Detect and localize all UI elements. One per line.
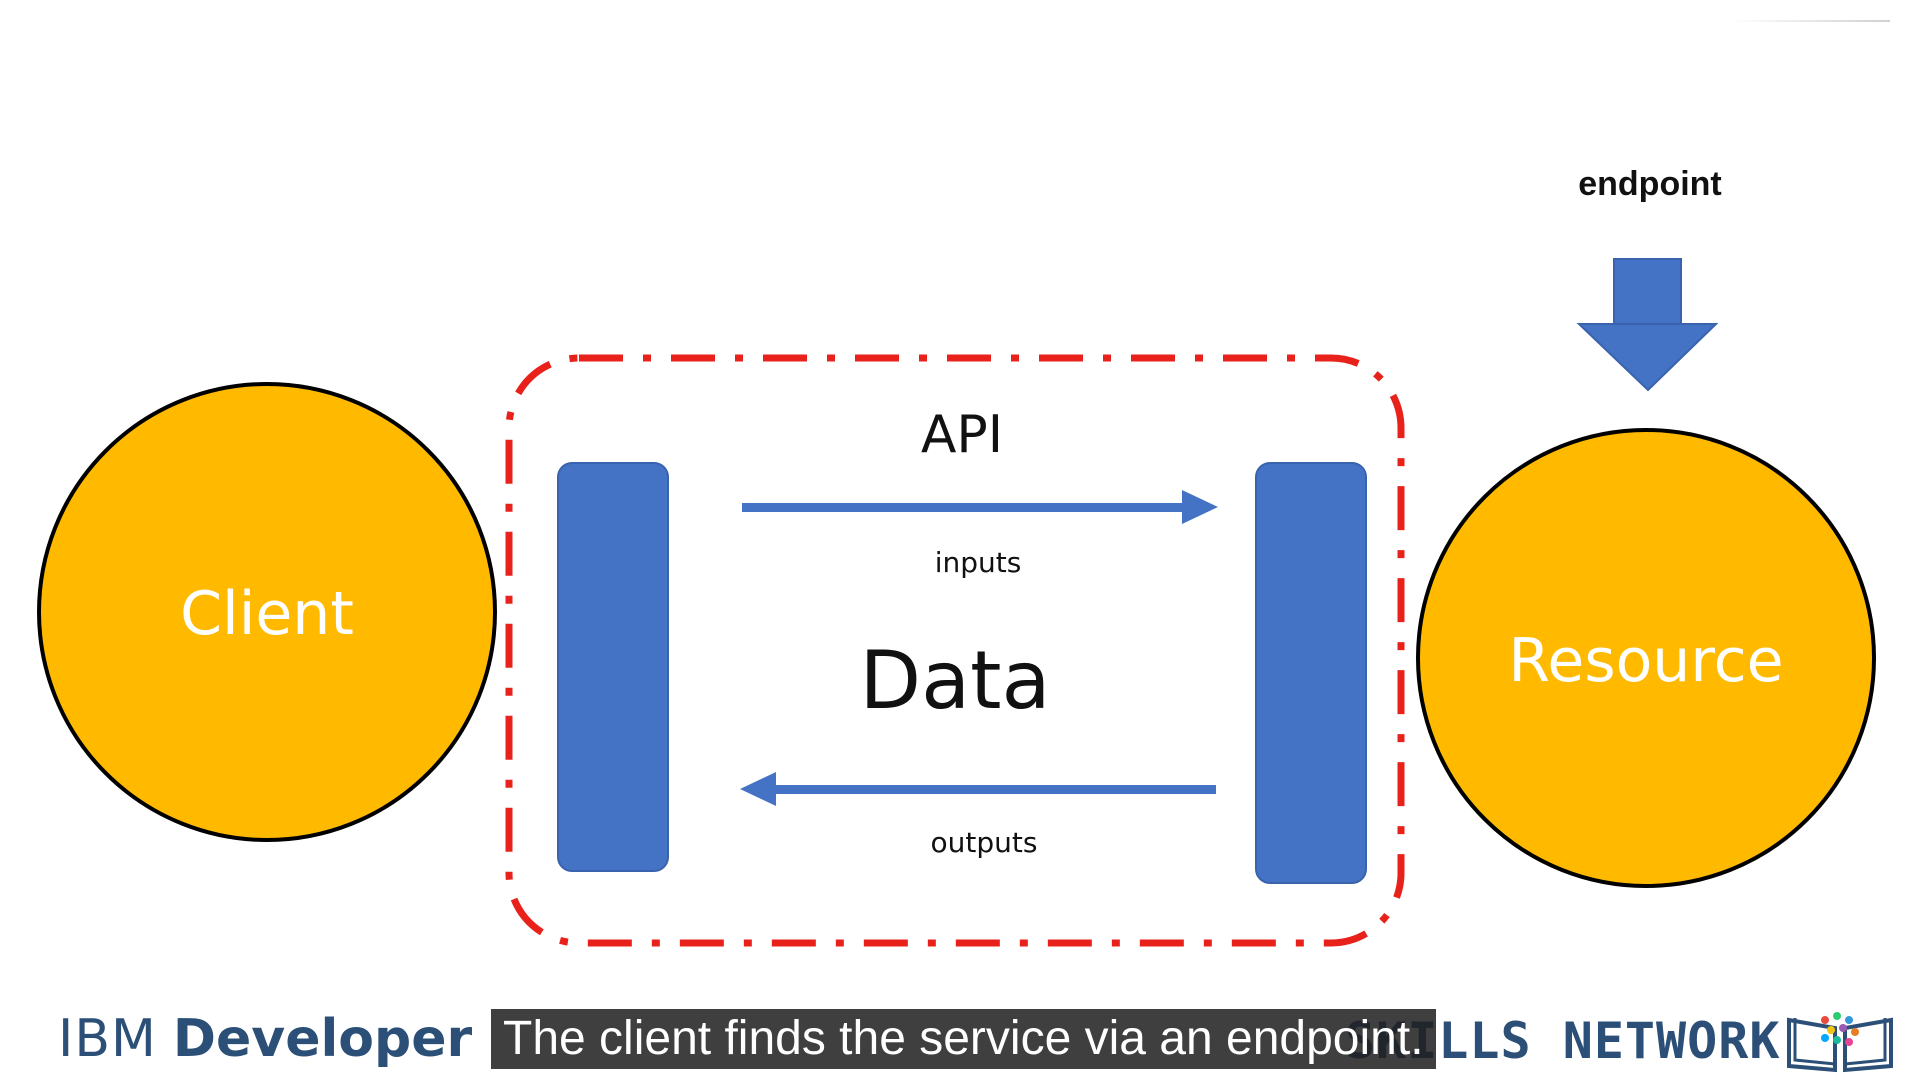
api-boundary bbox=[505, 354, 1405, 947]
top-edge-line bbox=[1730, 20, 1890, 22]
endpoint-label: endpoint bbox=[1578, 165, 1722, 203]
outputs-label: outputs bbox=[931, 826, 1038, 859]
resource-label: Resource bbox=[1508, 626, 1783, 696]
inputs-arrow bbox=[742, 490, 1218, 524]
developer-text: Developer bbox=[172, 1009, 473, 1069]
data-label: Data bbox=[859, 634, 1050, 727]
client-label: Client bbox=[180, 579, 354, 649]
client-side-interface bbox=[557, 462, 669, 872]
endpoint-arrow bbox=[1576, 258, 1719, 392]
api-label: API bbox=[921, 405, 1003, 465]
skills-network-book-icon bbox=[1787, 1012, 1893, 1073]
resource-side-interface bbox=[1255, 462, 1367, 884]
resource-node: Resource bbox=[1416, 428, 1876, 888]
client-node: Client bbox=[37, 382, 497, 842]
ibm-developer-logo: IBM Developer bbox=[58, 1004, 472, 1074]
video-caption: The client finds the service via an endp… bbox=[491, 1009, 1436, 1069]
ibm-text: IBM bbox=[58, 1009, 157, 1069]
inputs-label: inputs bbox=[935, 546, 1022, 579]
outputs-arrow bbox=[740, 772, 1216, 806]
